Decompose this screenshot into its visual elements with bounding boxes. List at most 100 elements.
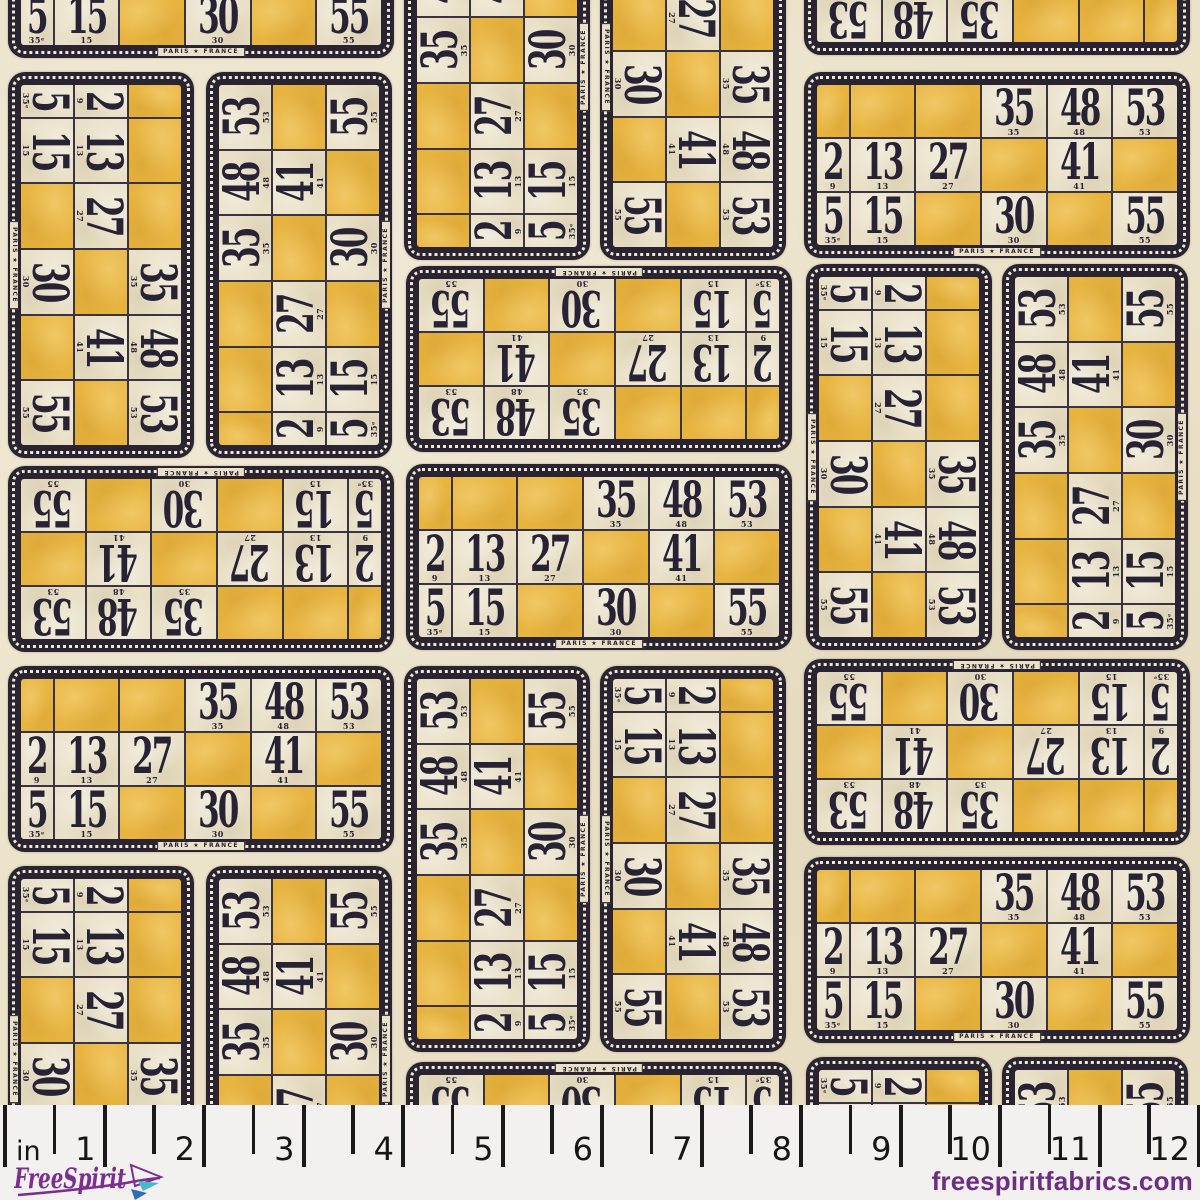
ruler-half-tick bbox=[649, 1105, 654, 1154]
card-cell bbox=[419, 477, 451, 529]
cell-number: 5 bbox=[518, 221, 577, 241]
card-grid: 3535484853537171878729131327274141898953… bbox=[21, 879, 181, 1105]
cell-subnumber: 35ᵉ bbox=[357, 479, 374, 489]
cell-number: 13 bbox=[464, 953, 523, 994]
card-cell bbox=[54, 679, 119, 731]
cell-subnumber: 35 bbox=[261, 1036, 271, 1049]
card-cell bbox=[251, 0, 316, 45]
card-cell bbox=[616, 387, 680, 439]
card-cell bbox=[21, 184, 73, 248]
card-cell bbox=[327, 944, 379, 1009]
card-cell bbox=[327, 282, 379, 346]
cell-subnumber: 55 bbox=[444, 1075, 458, 1085]
cell-subnumber: 30 bbox=[1165, 434, 1175, 447]
card-cell bbox=[721, 712, 773, 777]
card-cell bbox=[1047, 193, 1112, 245]
cell-number: 55 bbox=[21, 393, 80, 433]
cell-number: 53 bbox=[721, 195, 773, 235]
cell-number: 35 bbox=[960, 780, 1000, 832]
card-cell bbox=[981, 139, 1046, 191]
cell-subnumber: 55 bbox=[613, 208, 623, 222]
card-cell bbox=[327, 150, 379, 215]
cell-subnumber: 55 bbox=[342, 829, 356, 839]
cell-subnumber: 41 bbox=[112, 533, 125, 543]
ruler-half-tick bbox=[52, 1105, 57, 1154]
card-cell bbox=[613, 0, 665, 50]
cell-number: 41 bbox=[667, 921, 726, 962]
cell-number: 15 bbox=[693, 279, 734, 338]
cell-number: 30 bbox=[320, 1022, 379, 1062]
cell-number: 55 bbox=[613, 195, 672, 235]
cell-number: 27 bbox=[75, 196, 134, 236]
cell-subnumber: 27 bbox=[243, 533, 256, 543]
card-grid: 3535484853537171878729131327274141898953… bbox=[219, 85, 379, 445]
ruler-inch-tick bbox=[102, 1105, 107, 1167]
cell-number: 35 bbox=[219, 228, 271, 268]
cell-number: 48 bbox=[1015, 354, 1067, 395]
cell-subnumber: 55 bbox=[342, 35, 356, 45]
cell-number: 48 bbox=[894, 0, 935, 42]
cell-number: 35 bbox=[198, 679, 239, 731]
paris-france-label: PARIS ★ FRANCE bbox=[807, 413, 817, 501]
cell-number: 53 bbox=[927, 585, 979, 625]
card-cell bbox=[1113, 924, 1177, 976]
ruler-number: 6 bbox=[572, 1130, 593, 1168]
logo-kite-blue-sail bbox=[131, 1189, 147, 1200]
cell-subnumber: 30 bbox=[613, 77, 623, 90]
cell-number: 55 bbox=[1116, 1082, 1175, 1105]
cell-subnumber: 55 bbox=[369, 110, 379, 124]
card-cell bbox=[819, 376, 871, 440]
card-cell bbox=[327, 1076, 379, 1105]
ruler-number: 11 bbox=[1049, 1130, 1091, 1168]
cell-subnumber: 41 bbox=[667, 935, 677, 948]
cell-number: 30 bbox=[198, 780, 239, 839]
card-cell bbox=[916, 85, 980, 137]
cell-subnumber: 35 bbox=[721, 869, 731, 882]
cell-number: 30 bbox=[596, 578, 637, 637]
cell-subnumber: 55 bbox=[1138, 235, 1152, 245]
cell-subnumber: 35ᵉ bbox=[369, 421, 379, 438]
cell-number: 15 bbox=[1116, 551, 1175, 592]
cell-subnumber: 35 bbox=[609, 519, 622, 529]
ruler-inch-tick bbox=[1197, 1105, 1200, 1167]
cell-number: 27 bbox=[132, 726, 173, 785]
cell-number: 53 bbox=[417, 691, 469, 731]
cell-number: 13 bbox=[66, 726, 108, 785]
bingo-card: 3535484853537171878729131327274141898953… bbox=[8, 666, 394, 852]
card-grid: 3535484853537171878729131327274141898953… bbox=[419, 1075, 779, 1105]
cell-number: 55 bbox=[1116, 289, 1175, 329]
cell-subnumber: 53 bbox=[740, 519, 754, 529]
cell-number: 55 bbox=[320, 97, 379, 137]
card-cell bbox=[1145, 0, 1177, 42]
paris-france-label: PARIS ★ FRANCE bbox=[555, 1063, 643, 1073]
cell-number: 35 bbox=[994, 85, 1035, 137]
cell-subnumber: 30 bbox=[567, 836, 577, 849]
cell-subnumber: 27 bbox=[146, 775, 159, 785]
ruler-inch-tick bbox=[1097, 1105, 1102, 1167]
card-cell bbox=[417, 84, 469, 148]
cell-subnumber: 13 bbox=[478, 573, 491, 583]
cell-subnumber: 41 bbox=[315, 176, 325, 189]
card-cell bbox=[613, 117, 665, 182]
cell-subnumber: 55 bbox=[1165, 302, 1175, 316]
cell-subnumber: 15 bbox=[567, 175, 577, 188]
cell-subnumber: 15 bbox=[80, 829, 93, 839]
cell-subnumber: 53 bbox=[342, 721, 356, 731]
